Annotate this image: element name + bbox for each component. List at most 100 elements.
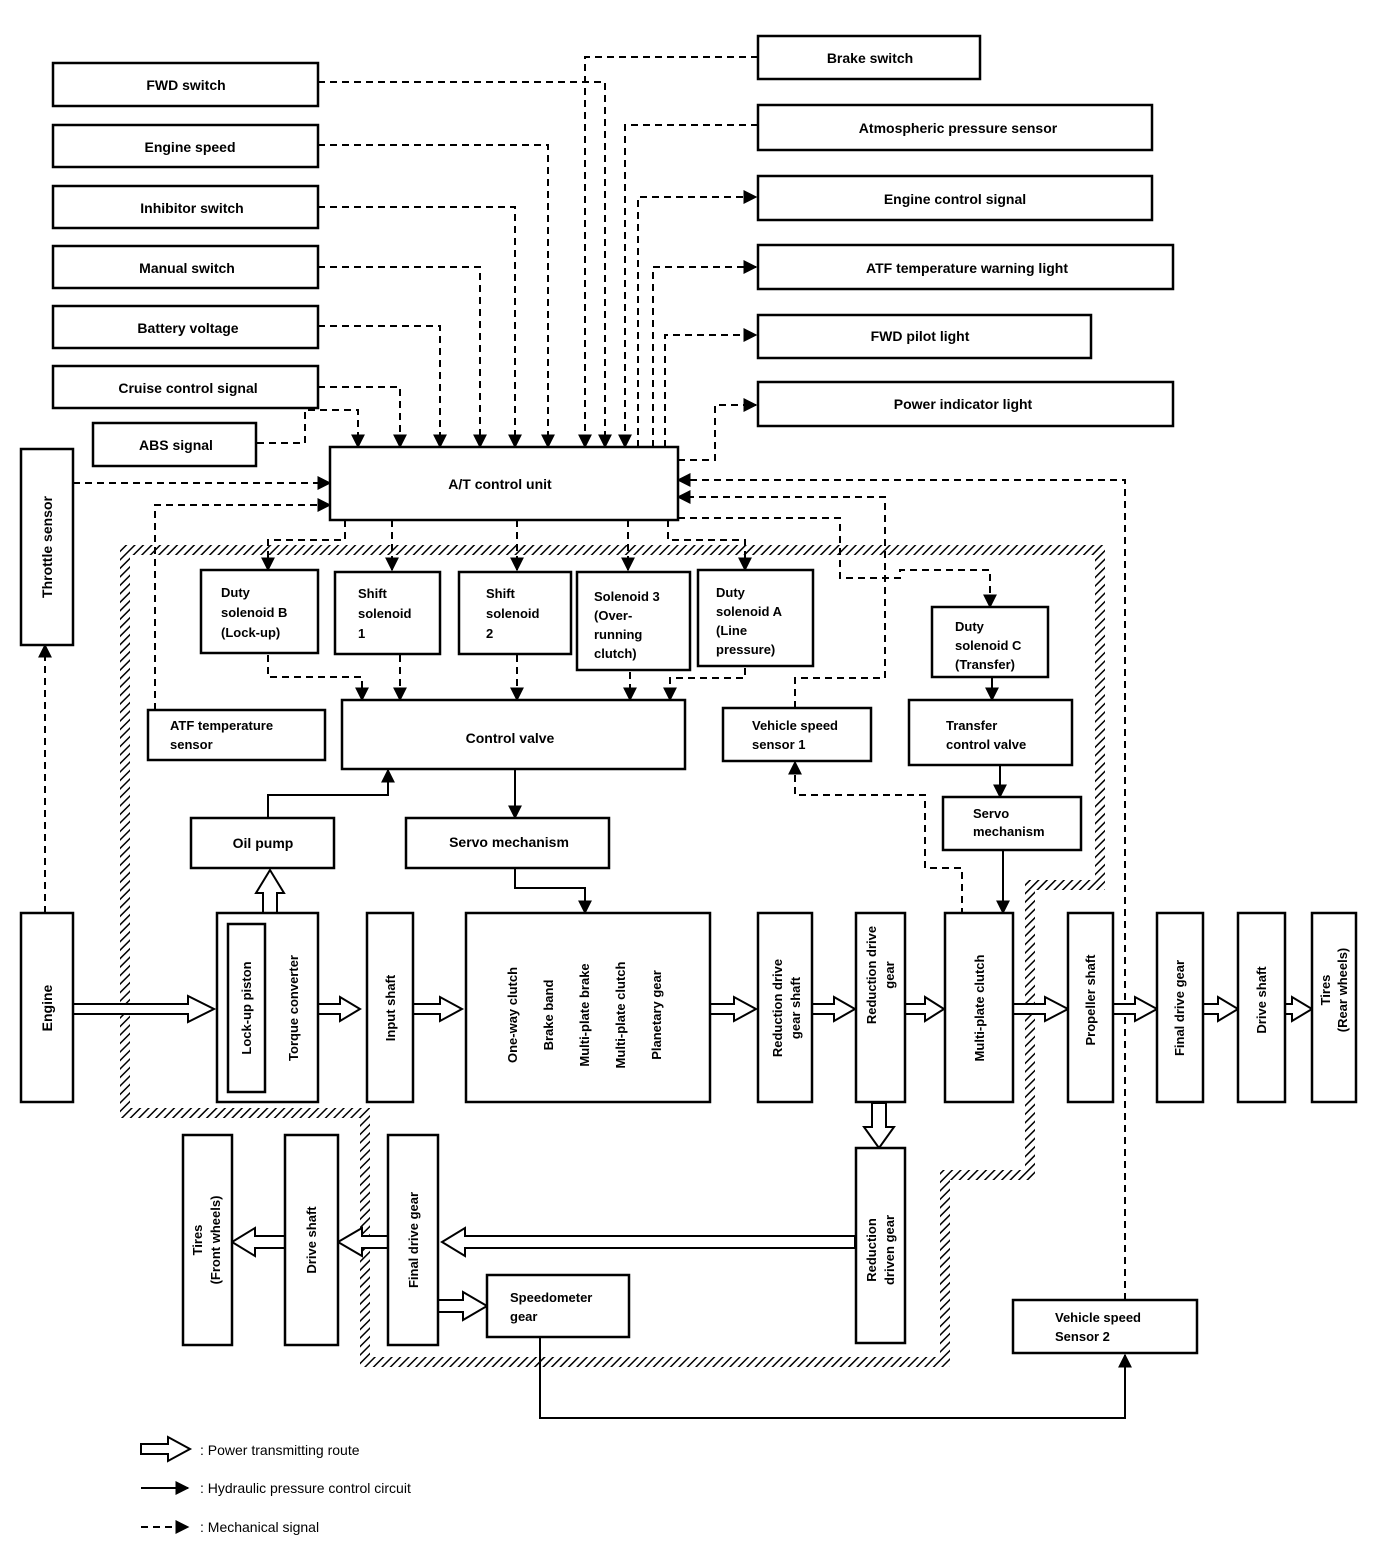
duty-solenoid-b-line-1: Duty <box>221 585 251 600</box>
shift-solenoid-2-line-2: solenoid <box>486 606 540 621</box>
solenoid-3-line-4: clutch) <box>594 646 637 661</box>
gearset-box: One-way clutch Brake band Multi-plate br… <box>464 911 712 1104</box>
speedometer-gear-line-1: Speedometer <box>510 1290 592 1305</box>
legend-power-arrow-icon <box>140 1435 193 1463</box>
brake-switch-label: Brake switch <box>827 50 913 66</box>
reduction-driven-gear-line-1: Reduction <box>864 1218 879 1282</box>
tires-rear-line-1: Tires <box>1318 975 1333 1006</box>
reduction-driven-gear-line-2: driven gear <box>882 1215 897 1285</box>
solenoid-3-box: Solenoid 3 (Over- running clutch) <box>575 570 692 672</box>
duty-solenoid-a-line-2: solenoid A <box>716 604 783 619</box>
drive-shaft-rear-box: Drive shaft <box>1236 911 1287 1104</box>
duty-solenoid-b-box: Duty solenoid B (Lock-up) <box>199 568 320 655</box>
input-shaft-box: Input shaft <box>365 911 415 1104</box>
vehicle-speed-sensor-1-line-1: Vehicle speed <box>752 718 838 733</box>
duty-solenoid-b-line-3: (Lock-up) <box>221 625 280 640</box>
reduction-drive-gear-shaft-line-2: gear shaft <box>788 976 803 1039</box>
atmospheric-pressure-sensor-box: Atmospheric pressure sensor <box>756 103 1154 152</box>
propeller-shaft-label: Propeller shaft <box>1083 954 1098 1046</box>
atf-temperature-sensor-box: ATF temperature sensor <box>146 708 327 762</box>
drive-shaft-front-box: Drive shaft <box>283 1133 340 1347</box>
servo-mechanism-box: Servo mechanism <box>404 816 611 870</box>
legend: : Power transmitting route : Hydraulic p… <box>140 1435 411 1535</box>
shift-solenoid-2-line-3: 2 <box>486 626 493 641</box>
tires-rear-line-2: (Rear wheels) <box>1335 948 1350 1033</box>
control-valve-box: Control valve <box>340 698 687 771</box>
brake-band-label: Brake band <box>541 980 556 1051</box>
multi-plate-clutch-gearset-label: Multi-plate clutch <box>613 961 628 1068</box>
speedometer-gear-box: Speedometer gear <box>485 1273 631 1339</box>
throttle-sensor-box: Throttle sensor <box>19 447 75 647</box>
battery-voltage-label: Battery voltage <box>137 320 238 336</box>
shift-solenoid-1-box: Shift solenoid 1 <box>333 570 442 656</box>
engine-control-signal-box: Engine control signal <box>756 174 1154 222</box>
engine-control-signal-label: Engine control signal <box>884 191 1026 207</box>
shift-solenoid-1-line-1: Shift <box>358 586 388 601</box>
hydraulic-lines <box>267 678 1132 1419</box>
cruise-control-signal-label: Cruise control signal <box>118 380 257 396</box>
oil-pump-label: Oil pump <box>233 835 294 851</box>
reduction-drive-gear-box: Reduction drive gear <box>854 911 907 1104</box>
vehicle-speed-sensor-2-line-1: Vehicle speed <box>1055 1310 1141 1325</box>
engine-box: Engine <box>19 911 75 1104</box>
power-indicator-light-label: Power indicator light <box>894 396 1033 412</box>
fwd-pilot-light-box: FWD pilot light <box>756 313 1093 360</box>
drive-shaft-rear-label: Drive shaft <box>1254 966 1269 1034</box>
atmospheric-pressure-sensor-label: Atmospheric pressure sensor <box>859 120 1058 136</box>
duty-solenoid-c-line-2: solenoid C <box>955 638 1022 653</box>
power-route-arrows <box>72 868 1314 1322</box>
duty-solenoid-a-line-4: pressure) <box>716 642 775 657</box>
solenoid-3-line-2: (Over- <box>594 608 632 623</box>
transfer-control-valve-line-2: control valve <box>946 737 1026 752</box>
throttle-sensor-label: Throttle sensor <box>39 495 55 597</box>
at-control-unit-box: A/T control unit <box>328 445 680 522</box>
brake-switch-box: Brake switch <box>756 34 982 81</box>
reduction-drive-gear-line-1: Reduction drive <box>864 926 879 1024</box>
control-valve-label: Control valve <box>466 730 555 746</box>
fwd-switch-box: FWD switch <box>51 61 320 108</box>
duty-solenoid-a-line-1: Duty <box>716 585 746 600</box>
reduction-drive-gear-line-2: gear <box>882 961 897 988</box>
servo-mechanism-transfer-line-1: Servo <box>973 806 1009 821</box>
shift-solenoid-2-line-1: Shift <box>486 586 516 601</box>
legend-mechanical-label: : Mechanical signal <box>200 1519 319 1535</box>
final-drive-gear-rear-box: Final drive gear <box>1155 911 1205 1104</box>
multi-plate-clutch-label: Multi-plate clutch <box>972 954 987 1061</box>
atf-temperature-warning-light-label: ATF temperature warning light <box>866 260 1068 276</box>
shift-solenoid-1-line-3: 1 <box>358 626 365 641</box>
servo-mechanism-label: Servo mechanism <box>449 834 569 850</box>
tires-front-line-1: Tires <box>190 1225 205 1256</box>
planetary-gear-label: Planetary gear <box>649 970 664 1060</box>
final-drive-gear-front-box: Final drive gear <box>386 1133 440 1347</box>
inhibitor-switch-box: Inhibitor switch <box>51 184 320 230</box>
engine-speed-label: Engine speed <box>144 139 235 155</box>
fwd-pilot-light-label: FWD pilot light <box>871 328 970 344</box>
manual-switch-box: Manual switch <box>51 244 320 290</box>
vehicle-speed-sensor-2-line-2: Sensor 2 <box>1055 1329 1110 1344</box>
duty-solenoid-a-box: Duty solenoid A (Line pressure) <box>696 568 815 668</box>
duty-solenoid-a-line-3: (Line <box>716 623 747 638</box>
torque-converter-box: Lock-up piston Torque converter <box>215 911 320 1104</box>
reduction-drive-gear-shaft-line-1: Reduction drive <box>770 959 785 1057</box>
duty-solenoid-c-line-1: Duty <box>955 619 985 634</box>
final-drive-gear-front-label: Final drive gear <box>406 1192 421 1288</box>
tires-front-box: Tires (Front wheels) <box>181 1133 234 1347</box>
solenoid-3-line-3: running <box>594 627 642 642</box>
transfer-control-valve-line-1: Transfer <box>946 718 997 733</box>
mechanical-signal-lines <box>38 56 1126 1300</box>
vehicle-speed-sensor-2-box: Vehicle speed Sensor 2 <box>1011 1298 1199 1355</box>
power-indicator-light-box: Power indicator light <box>756 380 1175 428</box>
atf-temperature-sensor-line-2: sensor <box>170 737 213 752</box>
duty-solenoid-c-line-3: (Transfer) <box>955 657 1015 672</box>
transfer-control-valve-box: Transfer control valve <box>907 698 1074 767</box>
legend-hydraulic-label: : Hydraulic pressure control circuit <box>200 1480 411 1496</box>
input-shaft-label: Input shaft <box>383 974 398 1041</box>
servo-mechanism-transfer-line-2: mechanism <box>973 824 1045 839</box>
abs-signal-label: ABS signal <box>139 437 213 453</box>
housing-outline <box>120 545 1105 1367</box>
propeller-shaft-box: Propeller shaft <box>1066 911 1115 1104</box>
atf-temperature-warning-light-box: ATF temperature warning light <box>756 243 1175 291</box>
reduction-driven-gear-box: Reduction driven gear <box>854 1146 907 1345</box>
